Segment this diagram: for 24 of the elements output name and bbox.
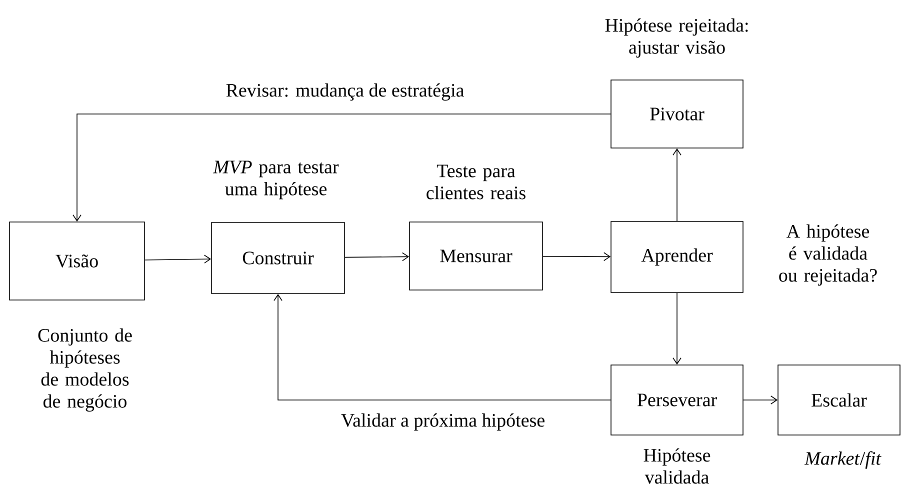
process-box: Escalar	[778, 364, 900, 436]
annotation-text: A hipótese é validada ou rejeitada?	[779, 224, 877, 286]
arrow	[344, 252, 410, 262]
annotation-text: Hipótese rejeitada: ajustar visão	[605, 18, 748, 58]
process-box: Mensurar	[409, 222, 543, 290]
process-box: Perseverar	[610, 364, 744, 436]
annotation-text: Teste para clientes reais	[426, 164, 526, 200]
process-box: Pivotar	[610, 80, 744, 148]
edge-label: Revisar: mudança de estratégia	[226, 83, 464, 101]
process-box: Visão	[9, 222, 145, 300]
arrow	[542, 252, 611, 262]
process-box: Construir	[211, 222, 345, 294]
arrow	[672, 148, 682, 222]
arrow	[672, 292, 682, 365]
annotation-text: MVP para testar uma hipótese	[213, 160, 339, 200]
annotation-text: Market/fit	[804, 451, 882, 469]
annotation-text: Conjunto de hipóteses de modelos de negócio	[38, 328, 132, 412]
process-box: Aprender	[610, 221, 744, 293]
annotation-text: Hipótese validada	[644, 448, 710, 484]
arrow	[743, 396, 778, 404]
edge-label: Validar a próxima hipótese	[341, 413, 544, 431]
arrow	[144, 254, 212, 264]
arrow	[274, 294, 611, 400]
arrow	[72, 114, 611, 222]
